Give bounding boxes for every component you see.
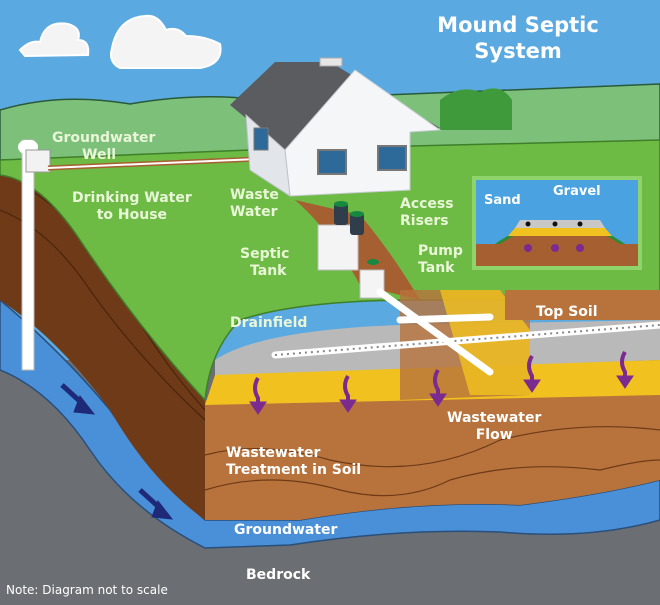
label-drainfield: Drainfield (230, 315, 308, 331)
mound-cross-section-inset (472, 176, 642, 270)
label-bedrock: Bedrock (246, 567, 311, 583)
diagram-title: Mound Septic System (437, 13, 599, 63)
label-septic-tank: Septic Tank (240, 246, 290, 279)
label-wastewater-treatment: Wastewater Treatment in Soil (226, 445, 362, 478)
cloud-icon (18, 14, 222, 69)
inset-label-sand: Sand (484, 193, 521, 208)
flow-arrow-icons (249, 350, 634, 415)
inset-label-gravel: Gravel (553, 184, 601, 199)
label-access-risers: Access Risers (400, 196, 454, 229)
label-pump-tank: Pump Tank (418, 243, 463, 276)
label-drinking-water: Drinking Water to House (72, 190, 192, 223)
label-waste-water: Waste Water (230, 187, 279, 220)
label-wastewater-flow: Wastewater Flow (447, 410, 542, 443)
label-groundwater-well: Groundwater Well (52, 130, 156, 163)
groundwater-flow-arrow-icons (60, 383, 174, 520)
label-top-soil: Top Soil (536, 304, 598, 320)
label-groundwater: Groundwater (234, 522, 338, 538)
scale-note: Note: Diagram not to scale (6, 583, 168, 597)
